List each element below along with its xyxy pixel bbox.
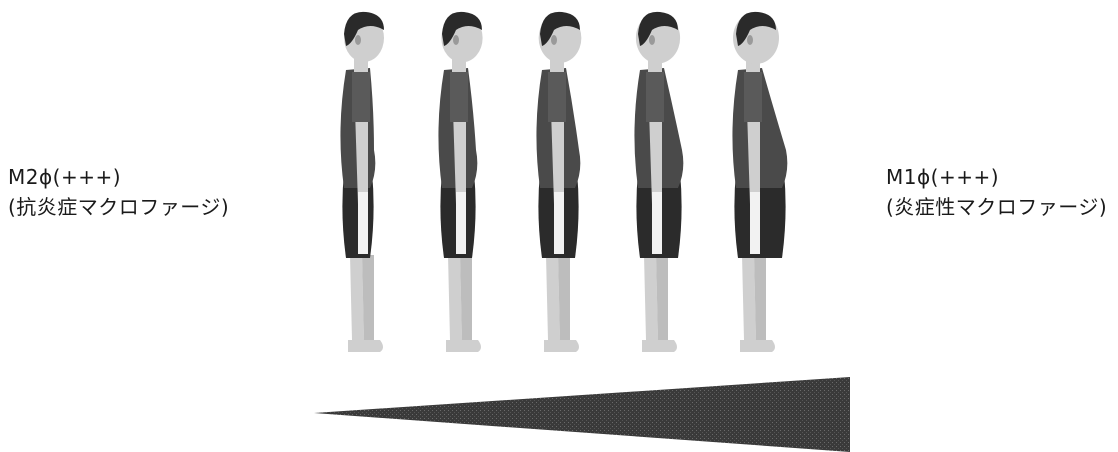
sleeve [548, 72, 566, 122]
figure-5 [732, 12, 787, 352]
left-label-line2: (抗炎症マクロファージ) [8, 192, 229, 222]
hand-object [554, 192, 564, 254]
leg [754, 255, 766, 342]
leg [448, 255, 462, 340]
foot [642, 340, 677, 352]
left-label-line1: M2ϕ(+++) [8, 162, 229, 192]
gradient-wedge-shape [314, 377, 850, 452]
foot [446, 340, 481, 352]
ear [649, 35, 655, 45]
foot [348, 340, 383, 352]
sleeve [450, 72, 468, 122]
hand-object [750, 192, 760, 254]
leg [558, 255, 570, 342]
figure-3 [536, 12, 581, 352]
foot [544, 340, 579, 352]
figure-4 [634, 12, 683, 352]
hand-object [652, 192, 662, 254]
sleeve [646, 72, 664, 122]
right-label: M1ϕ(+++) (炎症性マクロファージ) [886, 162, 1107, 222]
ear [355, 35, 361, 45]
left-label: M2ϕ(+++) (抗炎症マクロファージ) [8, 162, 229, 222]
leg [460, 255, 472, 342]
foot [740, 340, 775, 352]
figure-1 [340, 12, 384, 352]
leg [362, 255, 374, 342]
leg [350, 255, 364, 340]
sleeve [744, 72, 762, 122]
ear [551, 35, 557, 45]
leg [644, 255, 658, 340]
leg [546, 255, 560, 340]
right-label-line2: (炎症性マクロファージ) [886, 192, 1107, 222]
sleeve [352, 72, 370, 122]
leg [742, 255, 756, 340]
ear [747, 35, 753, 45]
figures-row [300, 0, 860, 380]
leg [656, 255, 668, 342]
ear [453, 35, 459, 45]
right-label-line1: M1ϕ(+++) [886, 162, 1107, 192]
hand-object [358, 192, 368, 254]
figure-2 [438, 12, 482, 352]
hand-object [456, 192, 466, 254]
gradient-wedge [300, 370, 860, 452]
